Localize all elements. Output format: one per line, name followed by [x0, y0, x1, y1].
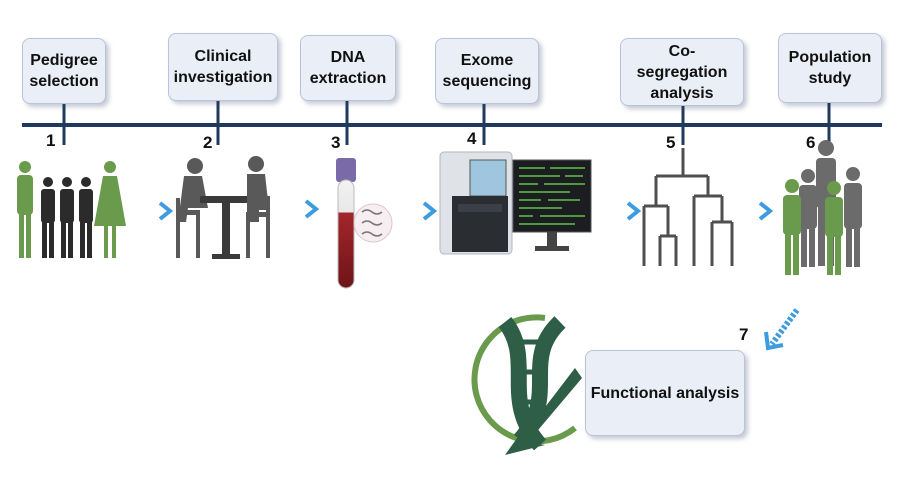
dendrogram-icon [642, 148, 734, 266]
arrow-4-to-5 [600, 201, 642, 221]
timeline [22, 101, 882, 145]
step-6-number: 6 [806, 133, 816, 152]
step-7-number: 7 [739, 325, 749, 344]
arrow-3-to-4 [398, 201, 438, 221]
step-3-number: 3 [331, 133, 341, 152]
arrow-1-to-2 [130, 201, 174, 221]
step-2-number: 2 [203, 133, 213, 152]
step-1-number: 1 [46, 131, 56, 150]
blood-tube-icon [336, 158, 393, 289]
step-2-label: Clinical investigation [168, 33, 278, 101]
clinical-consultation-icon [176, 156, 270, 259]
step-5-label: Co-segregation analysis [620, 38, 744, 106]
step-4-number: 4 [467, 129, 477, 148]
step-5-number: 5 [666, 133, 676, 152]
dna-helix-icon [471, 314, 582, 455]
step-7-label: Functional analysis [585, 350, 745, 436]
step-3-label: DNA extraction [300, 35, 396, 101]
population-icon [783, 140, 862, 275]
arrow-5-to-6 [734, 201, 774, 221]
sequencer-icon [439, 151, 592, 255]
flow-arrows [130, 199, 800, 351]
step-6-label: Population study [778, 33, 882, 103]
arrow-2-to-3 [278, 199, 320, 219]
step-1-label: Pedigree selection [22, 38, 106, 104]
step-4-label: Exome sequencing [435, 38, 539, 104]
pedigree-family-icon [17, 161, 126, 258]
arrow-6-to-7 [764, 308, 800, 351]
